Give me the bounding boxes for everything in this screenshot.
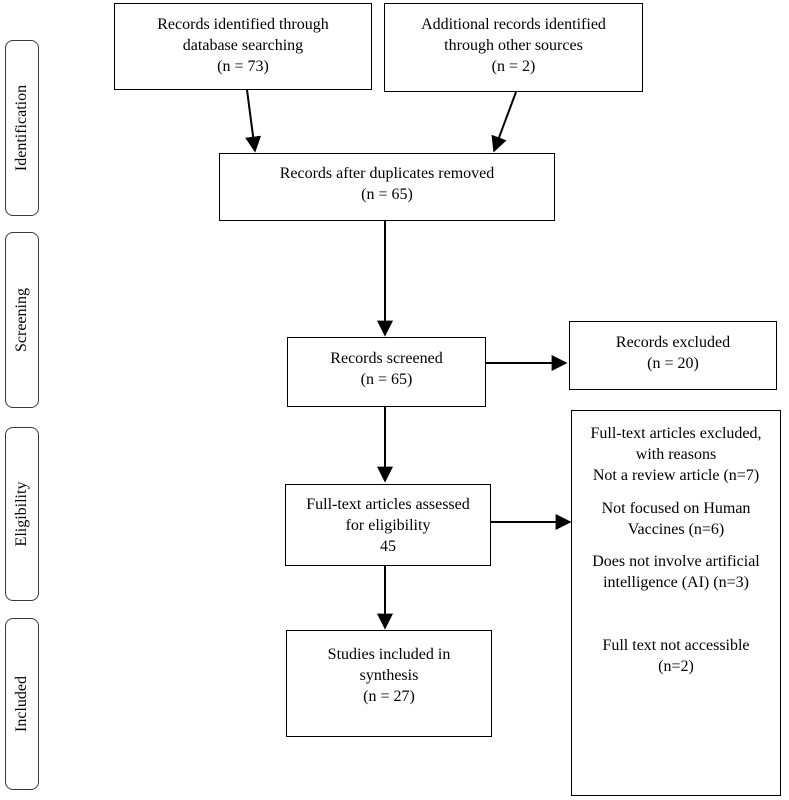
excluded-count: (n = 20) (647, 355, 699, 372)
box-duplicates-removed: Records after duplicates removed (n = 65… (219, 153, 555, 221)
reason-not-accessible-line1: Full text not accessible (602, 637, 750, 654)
reason-not-review: Not a review article (n=7) (592, 467, 760, 484)
box-fulltext-assessed: Full-text articles assessed for eligibil… (285, 484, 491, 566)
excluded-line1: Records excluded (615, 334, 731, 351)
reason-no-ai: Does not involve artificial intelligence… (572, 551, 780, 593)
database-line1: Records identified through (157, 16, 329, 33)
reason-no-ai-line1: Does not involve artificial (592, 553, 760, 570)
box-included-synthesis: Studies included in synthesis (n = 27) (286, 630, 492, 737)
box-records-screened: Records screened (n = 65) (287, 337, 486, 407)
fulltext-count: 45 (380, 538, 396, 555)
arrow-database-to-duplicates (245, 89, 262, 153)
reason-not-human-vaccines: Not focused on Human Vaccines (n=6) (572, 498, 780, 540)
fulltext-excluded-header2: with reasons (635, 446, 717, 463)
fulltext-line1: Full-text articles assessed (306, 496, 470, 513)
included-line2: synthesis (359, 667, 419, 684)
reason-not-accessible: Full text not accessible (n=2) (572, 635, 780, 677)
other-sources-line2: through other sources (444, 37, 583, 54)
box-records-excluded: Records excluded (n = 20) (569, 321, 777, 390)
other-sources-line1: Additional records identified (421, 16, 606, 33)
other-sources-count: (n = 2) (491, 58, 536, 75)
box-database-search: Records identified through database sear… (114, 3, 372, 90)
screened-count: (n = 65) (360, 371, 413, 388)
fulltext-excluded-header1: Full-text articles excluded, (590, 425, 762, 442)
screened-line1: Records screened (330, 350, 443, 367)
fulltext-line2: for eligibility (345, 517, 431, 534)
phase-screening: Screening (5, 232, 39, 408)
duplicates-count: (n = 65) (361, 186, 413, 203)
included-line1: Studies included in (327, 646, 451, 663)
reason-not-accessible-line2: (n=2) (658, 658, 694, 675)
database-count: (n = 73) (217, 58, 269, 75)
database-line2: database searching (182, 37, 304, 54)
reason-not-human-vaccines-line1: Not focused on Human (601, 500, 751, 517)
phase-identification: Identification (5, 40, 39, 216)
phase-included: Included (5, 618, 39, 790)
box-other-sources: Additional records identified through ot… (384, 3, 643, 92)
included-count: (n = 27) (363, 688, 415, 705)
reason-no-ai-line2: intelligence (AI) (n=3) (603, 574, 749, 591)
duplicates-line1: Records after duplicates removed (279, 165, 495, 182)
arrow-other-to-duplicates (491, 91, 517, 153)
phase-eligibility: Eligibility (5, 427, 39, 601)
reason-not-human-vaccines-line2: Vaccines (n=6) (627, 521, 725, 538)
box-fulltext-excluded: Full-text articles excluded, with reason… (571, 410, 781, 796)
